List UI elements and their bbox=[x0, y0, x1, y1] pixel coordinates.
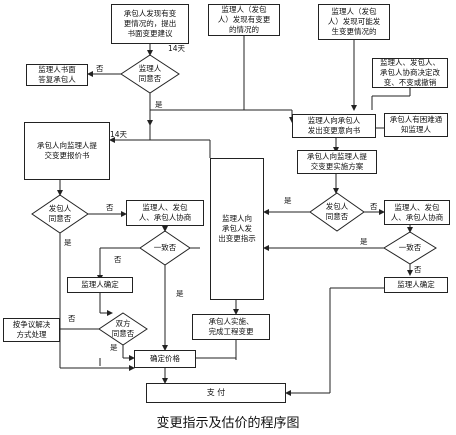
label-days-14-top: 14天 bbox=[168, 44, 186, 53]
box-contractor-quote-submit: 承包人向监理人提 交变更报价书 bbox=[24, 122, 110, 180]
box-contractor-notify: 承包人有困难通 知监理人 bbox=[384, 113, 448, 137]
box-tripartite-mid: 监理人、发包 人、承包人协商 bbox=[384, 200, 450, 225]
label-yes-both: 是 bbox=[110, 343, 118, 352]
label-yes-consistent-right: 是 bbox=[360, 237, 368, 246]
label-no-client-left: 否 bbox=[106, 203, 114, 212]
box-engineer-possible: 监理人（发包 人）发现可能发 生变更情况的 bbox=[318, 4, 390, 40]
label-no-consistent-right: 否 bbox=[414, 265, 422, 274]
box-determine-price: 确定价格 bbox=[134, 350, 196, 368]
box-engineer-reply: 监理人书面 答复承包人 bbox=[26, 64, 88, 86]
box-engineer-intent: 监理人向承包人 发出变更意向书 bbox=[292, 114, 376, 138]
box-engineer-determine-right: 监理人确定 bbox=[384, 277, 448, 293]
box-engineer-discover: 监理人（发包 人）发现有变更 的情况的 bbox=[208, 4, 280, 36]
box-engineer-instruction: 监理人向 承包人发 出变更指示 bbox=[210, 158, 264, 300]
box-contractor-plan: 承包人向监理人提 交变更实施方案 bbox=[297, 150, 377, 174]
label-no-both: 否 bbox=[68, 314, 76, 323]
box-payment: 支 付 bbox=[146, 383, 286, 403]
label-no-client-right: 否 bbox=[370, 202, 378, 211]
box-contractor-implement: 承包人实施、 完成工程变更 bbox=[192, 314, 270, 340]
diamond-label-client-agree-right: 发包人 同意否 bbox=[325, 202, 349, 221]
box-dispute: 按争议解决 方式处理 bbox=[3, 318, 60, 342]
diamond-label-client-agree-left: 发包人 同意否 bbox=[48, 204, 72, 223]
label-days-14-mid: 14天 bbox=[110, 130, 128, 139]
box-engineer-determine-left: 监理人确定 bbox=[67, 277, 133, 293]
diamond-label-both-agree: 双方 同意否 bbox=[111, 319, 135, 338]
figure-caption: 变更指示及估价的程序图 bbox=[156, 416, 300, 431]
label-yes-consistent-left: 是 bbox=[176, 289, 184, 298]
box-tripartite-right: 监理人、发包人、 承包人协商决定改 变、不变或撤销 bbox=[372, 58, 448, 88]
label-yes-client-right: 是 bbox=[284, 196, 292, 205]
label-yes-intent: 是 bbox=[155, 100, 163, 109]
diamond-label-engineer-agree: 监理人 同意否 bbox=[138, 64, 162, 83]
label-no-consistent-left: 否 bbox=[114, 255, 122, 264]
box-contractor-propose: 承包人发现有变 更情况的，提出 书面变更建议 bbox=[111, 4, 189, 44]
diamond-label-consistent-right: 一致否 bbox=[398, 243, 422, 252]
box-tripartite-left: 监理人、发包 人、承包人协商 bbox=[126, 200, 204, 226]
diamond-client-agree-right bbox=[309, 192, 365, 232]
diamond-label-consistent-left: 一致否 bbox=[153, 243, 177, 252]
label-yes-client-left: 是 bbox=[64, 238, 72, 247]
label-no-reply: 否 bbox=[96, 64, 104, 73]
